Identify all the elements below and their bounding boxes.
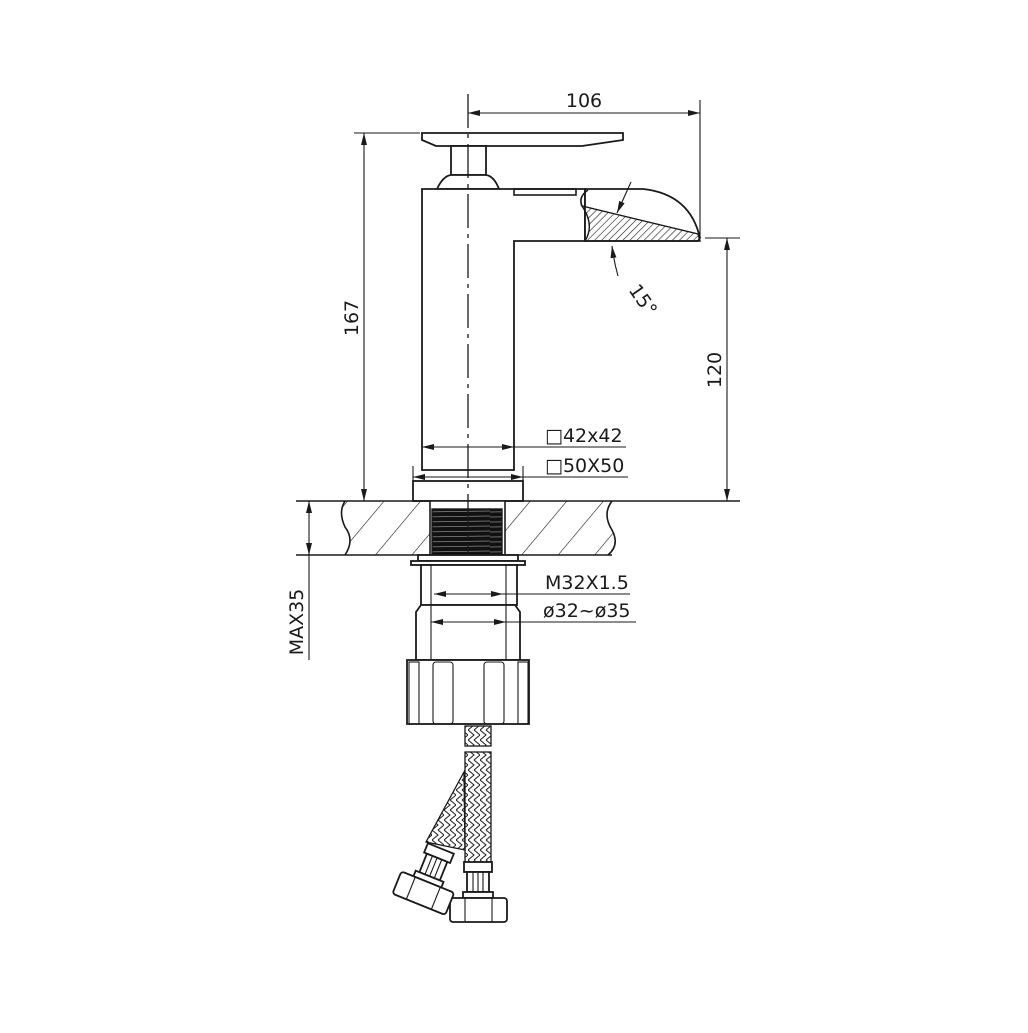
dimension-thread: M32X1.5 [434,572,630,597]
label-spout-angle: 15° [624,280,661,320]
label-spout-height: 120 [704,352,726,388]
label-hole-diameter: ø32~ø35 [543,600,631,622]
threaded-shank [429,501,506,556]
dimension-total-height: 167 [341,132,420,501]
mounting-nut [406,554,530,725]
label-total-height: 167 [341,300,363,336]
dimension-spout-height: 120 [704,237,740,501]
lever-handle [421,132,624,190]
waterfall-spout [580,188,701,242]
dimension-base-section: □50X50 [412,455,628,481]
dimension-body-section: □42x42 [422,425,626,450]
label-thread: M32X1.5 [545,572,629,594]
dimension-hole-diameter: ø32~ø35 [431,600,636,625]
dimension-max-deck-thickness: MAX35 [286,501,312,660]
countertop [296,500,740,556]
label-body-section: □42x42 [545,425,623,447]
flexible-hoses [392,725,508,923]
label-spout-reach: 106 [566,90,602,112]
label-max-deck-thickness: MAX35 [286,589,308,656]
label-base-section: □50X50 [545,455,624,477]
dimension-spout-reach: 106 [468,90,701,238]
